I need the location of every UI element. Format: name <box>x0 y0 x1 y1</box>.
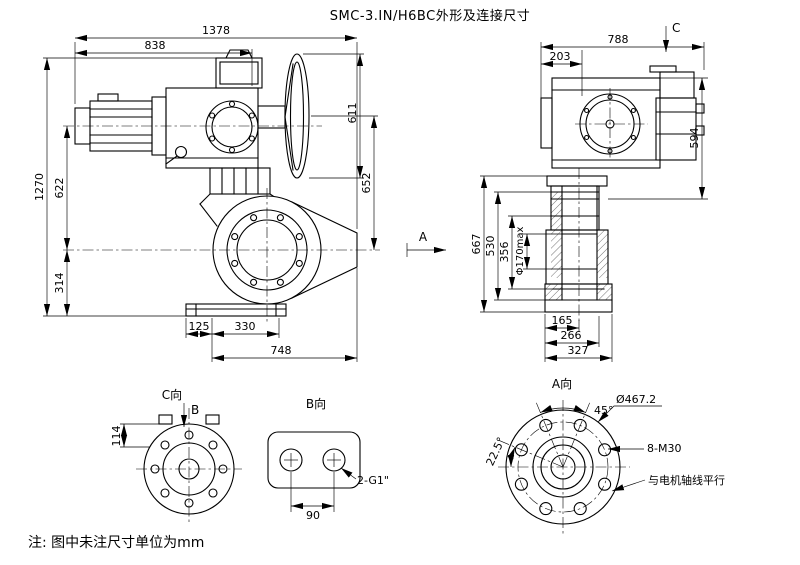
side-view-centerlines <box>575 88 648 322</box>
dim-125: 125 <box>189 320 210 333</box>
drawing-title: SMC-3.IN/H6BC外形及连接尺寸 <box>330 8 530 24</box>
conduit-hole-2 <box>322 448 346 472</box>
dim-652: 652 <box>360 173 373 194</box>
b-arrow-label: B <box>191 403 199 417</box>
section-a-label: A <box>419 230 428 244</box>
dim-22-5deg: 22.5° <box>484 435 508 468</box>
dim-1270: 1270 <box>33 173 46 201</box>
dim-1378: 1378 <box>202 24 230 37</box>
dim-838: 838 <box>145 39 166 52</box>
dim-45deg: 45° <box>594 404 614 417</box>
view-b: B向 2-G1" 90 <box>267 396 389 522</box>
view-a-title: A向 <box>552 376 572 391</box>
cover-circle <box>205 100 259 154</box>
handwheel-rim <box>284 53 310 179</box>
dim-622: 622 <box>53 178 66 199</box>
dim-530: 530 <box>484 236 497 257</box>
view-a-centerlines <box>497 400 630 536</box>
view-c-title: C向 <box>162 387 182 402</box>
side-view: C <box>470 21 708 362</box>
dim-748: 748 <box>271 344 292 357</box>
bolt-spec-label: 8-M30 <box>647 442 681 455</box>
side-view-dimensions: 788 203 594 667 530 356 Φ170max 165 266 … <box>470 33 708 362</box>
dim-667: 667 <box>470 234 483 255</box>
axis-parallel-note: 与电机轴线平行 <box>648 473 725 487</box>
support-column <box>209 167 271 195</box>
view-c-dimensions: 114 <box>110 423 159 448</box>
thread-label: 2-G1" <box>357 474 389 487</box>
dim-330: 330 <box>235 320 256 333</box>
dim-165: 165 <box>552 314 573 327</box>
c-arrow-label: C <box>672 21 680 35</box>
handwheel-hub <box>257 105 286 129</box>
dim-594: 594 <box>688 128 701 149</box>
dim-611: 611 <box>346 103 359 124</box>
view-b-hole-centers <box>284 453 341 467</box>
view-a: A向 45° 22.5° Ø46 <box>484 376 725 536</box>
front-view-dimensions: 1378 838 1270 622 314 611 652 125 330 74… <box>33 24 378 362</box>
conduit-plate <box>267 431 361 489</box>
dim-788: 788 <box>608 33 629 46</box>
dim-203: 203 <box>550 50 571 63</box>
view-b-dimensions: 2-G1" 90 <box>290 467 389 522</box>
dim-356: 356 <box>498 242 511 263</box>
side-view-geometry <box>540 65 705 313</box>
front-view-geometry <box>74 49 358 317</box>
gear-case-bolt-holes <box>231 214 303 286</box>
dim-90: 90 <box>306 509 320 522</box>
view-arrow-c: C <box>662 21 680 52</box>
dim-114: 114 <box>110 426 123 447</box>
conduit-hole-1 <box>279 448 303 472</box>
flange-plate <box>546 175 608 187</box>
mounting-base <box>185 303 287 317</box>
section-hatching <box>545 192 612 300</box>
dim-266: 266 <box>561 329 582 342</box>
units-note: 注: 图中未注尺寸单位为mm <box>28 535 204 551</box>
side-terminal-box <box>659 71 695 99</box>
dim-outer-diameter: Ø467.2 <box>616 393 656 406</box>
view-b-geometry <box>267 431 361 489</box>
dim-314: 314 <box>53 273 66 294</box>
front-view-centerlines <box>63 125 380 324</box>
view-b-title: B向 <box>306 396 326 411</box>
dim-phi170max: Φ170max <box>515 227 526 276</box>
front-view: 1378 838 1270 622 314 611 652 125 330 74… <box>33 24 380 362</box>
view-c: C向 B 114 <box>110 387 242 524</box>
cover-bolt-holes <box>209 100 255 154</box>
dim-327: 327 <box>568 344 589 357</box>
view-a-dimensions: 45° 22.5° Ø467.2 8-M30 与电机轴线平行 <box>484 393 725 492</box>
view-c-centerlines <box>136 408 242 524</box>
declutch-lever <box>174 145 188 159</box>
section-arrow-a: A <box>406 230 446 257</box>
